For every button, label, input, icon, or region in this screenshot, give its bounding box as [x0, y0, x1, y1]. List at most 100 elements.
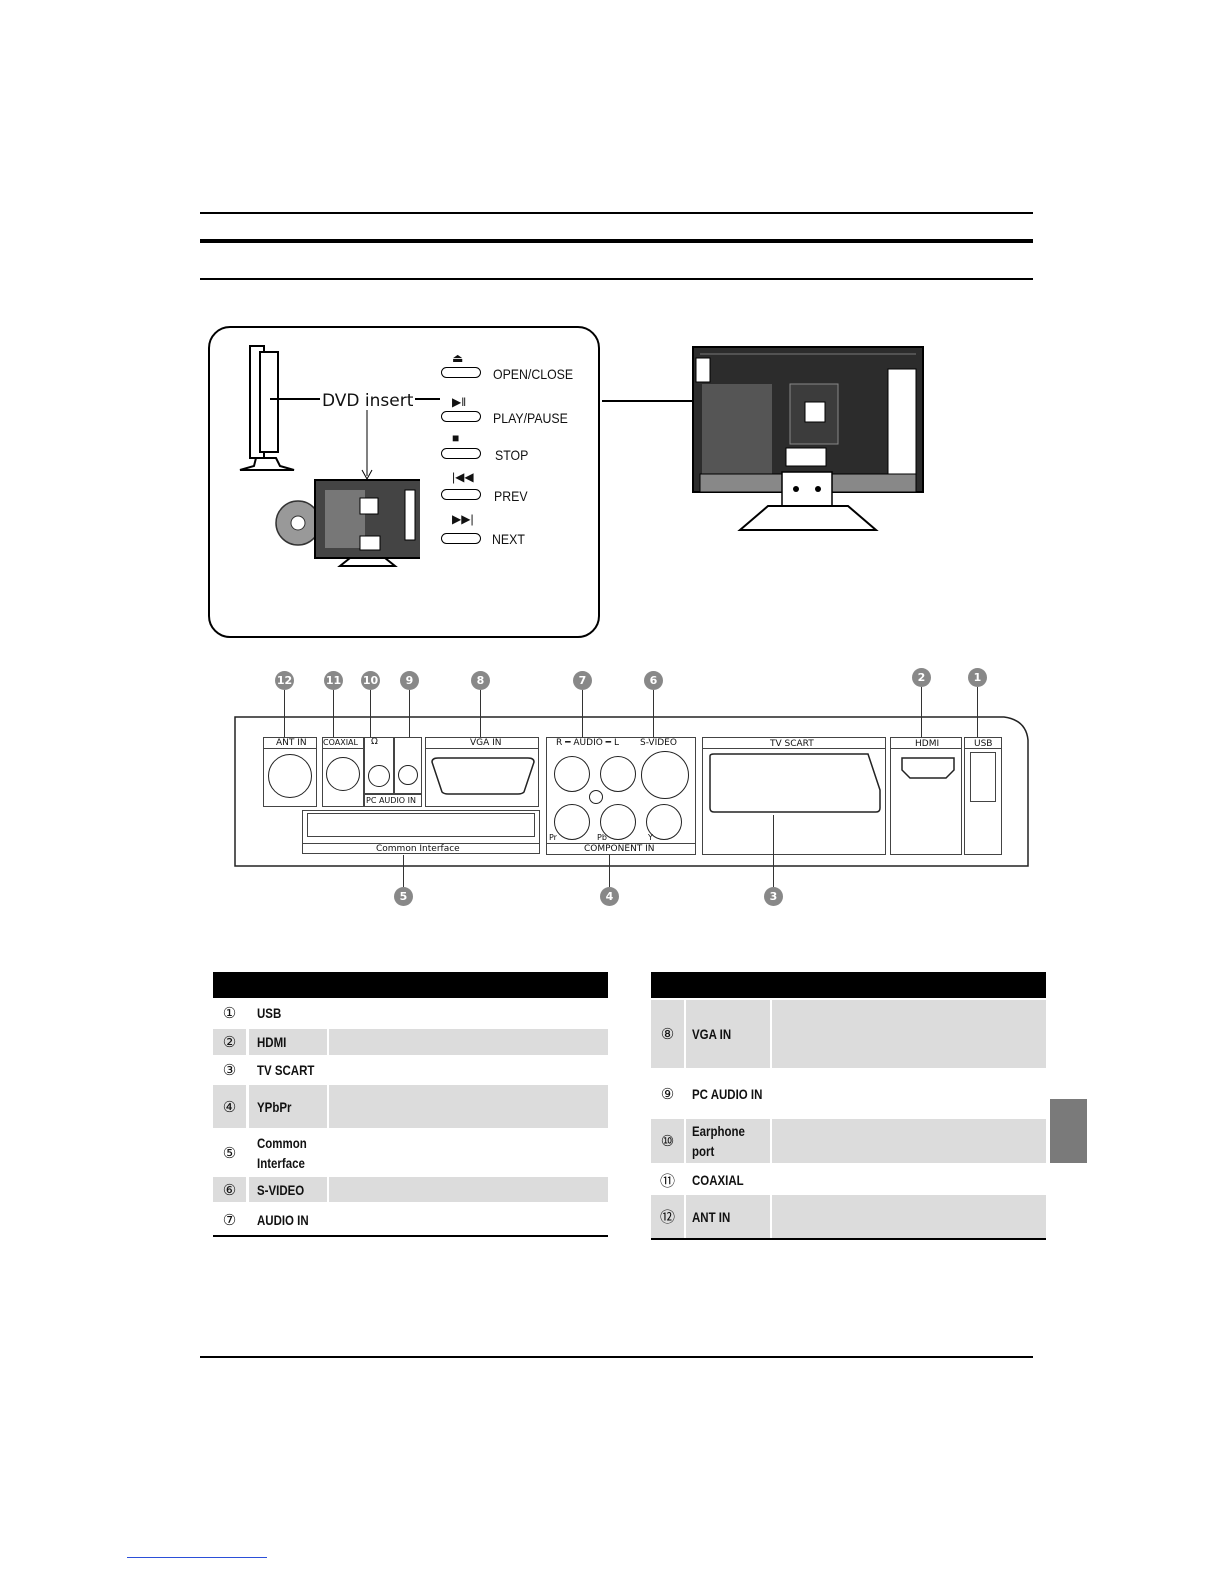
y-jack	[646, 804, 682, 840]
row-number: ③	[222, 1061, 237, 1079]
row-description	[329, 1085, 608, 1128]
ant-in-port-box	[263, 737, 317, 807]
row-number: ⑥	[213, 1177, 246, 1202]
play-pause-label: PLAY/PAUSE	[493, 410, 568, 426]
row-name: COAXIAL	[692, 1172, 744, 1188]
row-name: S-VIDEO	[257, 1181, 305, 1198]
callout-12-line	[284, 690, 285, 737]
row-description	[772, 1119, 1046, 1163]
tv-scart-port-box	[702, 737, 886, 855]
row-name: TV SCART	[257, 1062, 315, 1078]
row-description	[328, 1057, 608, 1083]
callout-2-line	[921, 687, 922, 737]
header-rule-top	[200, 212, 1033, 214]
component-divider	[546, 843, 696, 844]
row-name-cell: S-VIDEO	[249, 1177, 327, 1202]
ant-in-divider	[263, 748, 317, 749]
next-button	[441, 533, 481, 544]
scart-connector	[709, 753, 881, 813]
pc-audio-port-box	[394, 737, 422, 794]
prev-icon: |◀◀	[452, 470, 474, 484]
coaxial-port-box	[322, 737, 364, 807]
row-name-cell: USB	[257, 1000, 327, 1026]
callout-12: 12	[275, 671, 294, 690]
table-row: ⑥ S-VIDEO	[213, 1177, 608, 1202]
row-name: Common Interface	[257, 1135, 307, 1171]
callout-10-line	[370, 690, 371, 737]
row-number: ⑩	[651, 1119, 684, 1163]
table-row: ⑩ Earphone port	[651, 1119, 1046, 1163]
row-number: ②	[213, 1029, 246, 1055]
usb-port-box	[964, 737, 1002, 855]
row-name-cell: COAXIAL	[692, 1167, 772, 1193]
header-rule-bottom	[200, 278, 1033, 280]
pc-audio-in-label: PC AUDIO IN	[366, 796, 416, 805]
pc-audio-jack	[398, 765, 418, 785]
row-description	[772, 1167, 1046, 1193]
play-pause-icon: ▶‖	[452, 395, 467, 409]
stop-icon: ■	[452, 431, 460, 445]
row-name-cell: YPbPr	[249, 1085, 327, 1128]
earphone-jack	[368, 765, 390, 787]
usb-divider	[964, 748, 1002, 749]
component-in-label: COMPONENT IN	[584, 844, 655, 854]
row-name-cell: AUDIO IN	[257, 1206, 327, 1234]
callout-11: 11	[324, 671, 343, 690]
pr-jack	[554, 804, 590, 840]
pb-jack	[600, 804, 636, 840]
av-center-jack	[589, 790, 603, 804]
row-name-cell: ANT IN	[686, 1195, 770, 1238]
eject-icon: ⏏	[452, 351, 464, 365]
row-description	[772, 1000, 1046, 1068]
common-interface-label: Common Interface	[376, 844, 460, 854]
header-rule-thick	[200, 239, 1033, 243]
row-number: ⑤	[222, 1144, 237, 1162]
row-name: HDMI	[257, 1034, 287, 1050]
hdmi-connector	[901, 757, 955, 779]
usb-label: USB	[974, 739, 993, 749]
row-number: ⑨	[660, 1085, 675, 1103]
pc-audio-label-box	[364, 794, 422, 807]
dvd-insert-arrow	[270, 398, 440, 481]
ant-in-label: ANT IN	[276, 738, 307, 748]
row-name: Earphone port	[692, 1123, 745, 1159]
table-row: ⑪ COAXIAL	[651, 1167, 1046, 1193]
callout-10: 10	[361, 671, 380, 690]
callout-5-line	[403, 855, 404, 887]
row-number: ⑦	[222, 1211, 237, 1229]
prev-button	[441, 489, 481, 500]
row-name: YPbPr	[257, 1098, 292, 1115]
y-label: Y	[648, 833, 653, 842]
earphone-port-box	[364, 737, 394, 794]
callout-4-line	[609, 855, 610, 887]
vga-in-label: VGA IN	[470, 738, 502, 748]
callout-6: 6	[644, 671, 663, 690]
left-table-header	[213, 972, 608, 998]
callout-3-line	[773, 815, 774, 887]
row-description	[329, 1177, 608, 1202]
table-row: ⑧ VGA IN	[651, 1000, 1046, 1068]
row-description	[328, 1000, 608, 1026]
dvd-insert-label: DVD insert	[322, 391, 414, 411]
audio-l-jack	[600, 756, 636, 792]
callout-8: 8	[471, 671, 490, 690]
hdmi-label: HDMI	[915, 739, 940, 749]
row-name-cell: HDMI	[249, 1029, 327, 1055]
callout-9-line	[409, 690, 410, 737]
ant-in-jack	[268, 754, 312, 798]
callout-5: 5	[394, 887, 413, 906]
row-number: ⑧	[651, 1000, 684, 1068]
row-number: ⑪	[659, 1171, 675, 1190]
row-number: ①	[222, 1004, 237, 1022]
s-video-jack	[641, 751, 689, 799]
right-table-bottom-rule	[651, 1238, 1046, 1240]
tv-rear-illustration	[692, 346, 924, 531]
right-table-header	[651, 972, 1046, 998]
common-interface-divider	[302, 843, 540, 844]
row-description	[328, 1132, 608, 1174]
headphone-icon: Ω	[371, 737, 378, 747]
vga-in-port-box	[425, 737, 539, 807]
common-interface-slot	[307, 813, 535, 837]
av-port-box	[546, 737, 696, 855]
row-description	[328, 1206, 608, 1234]
